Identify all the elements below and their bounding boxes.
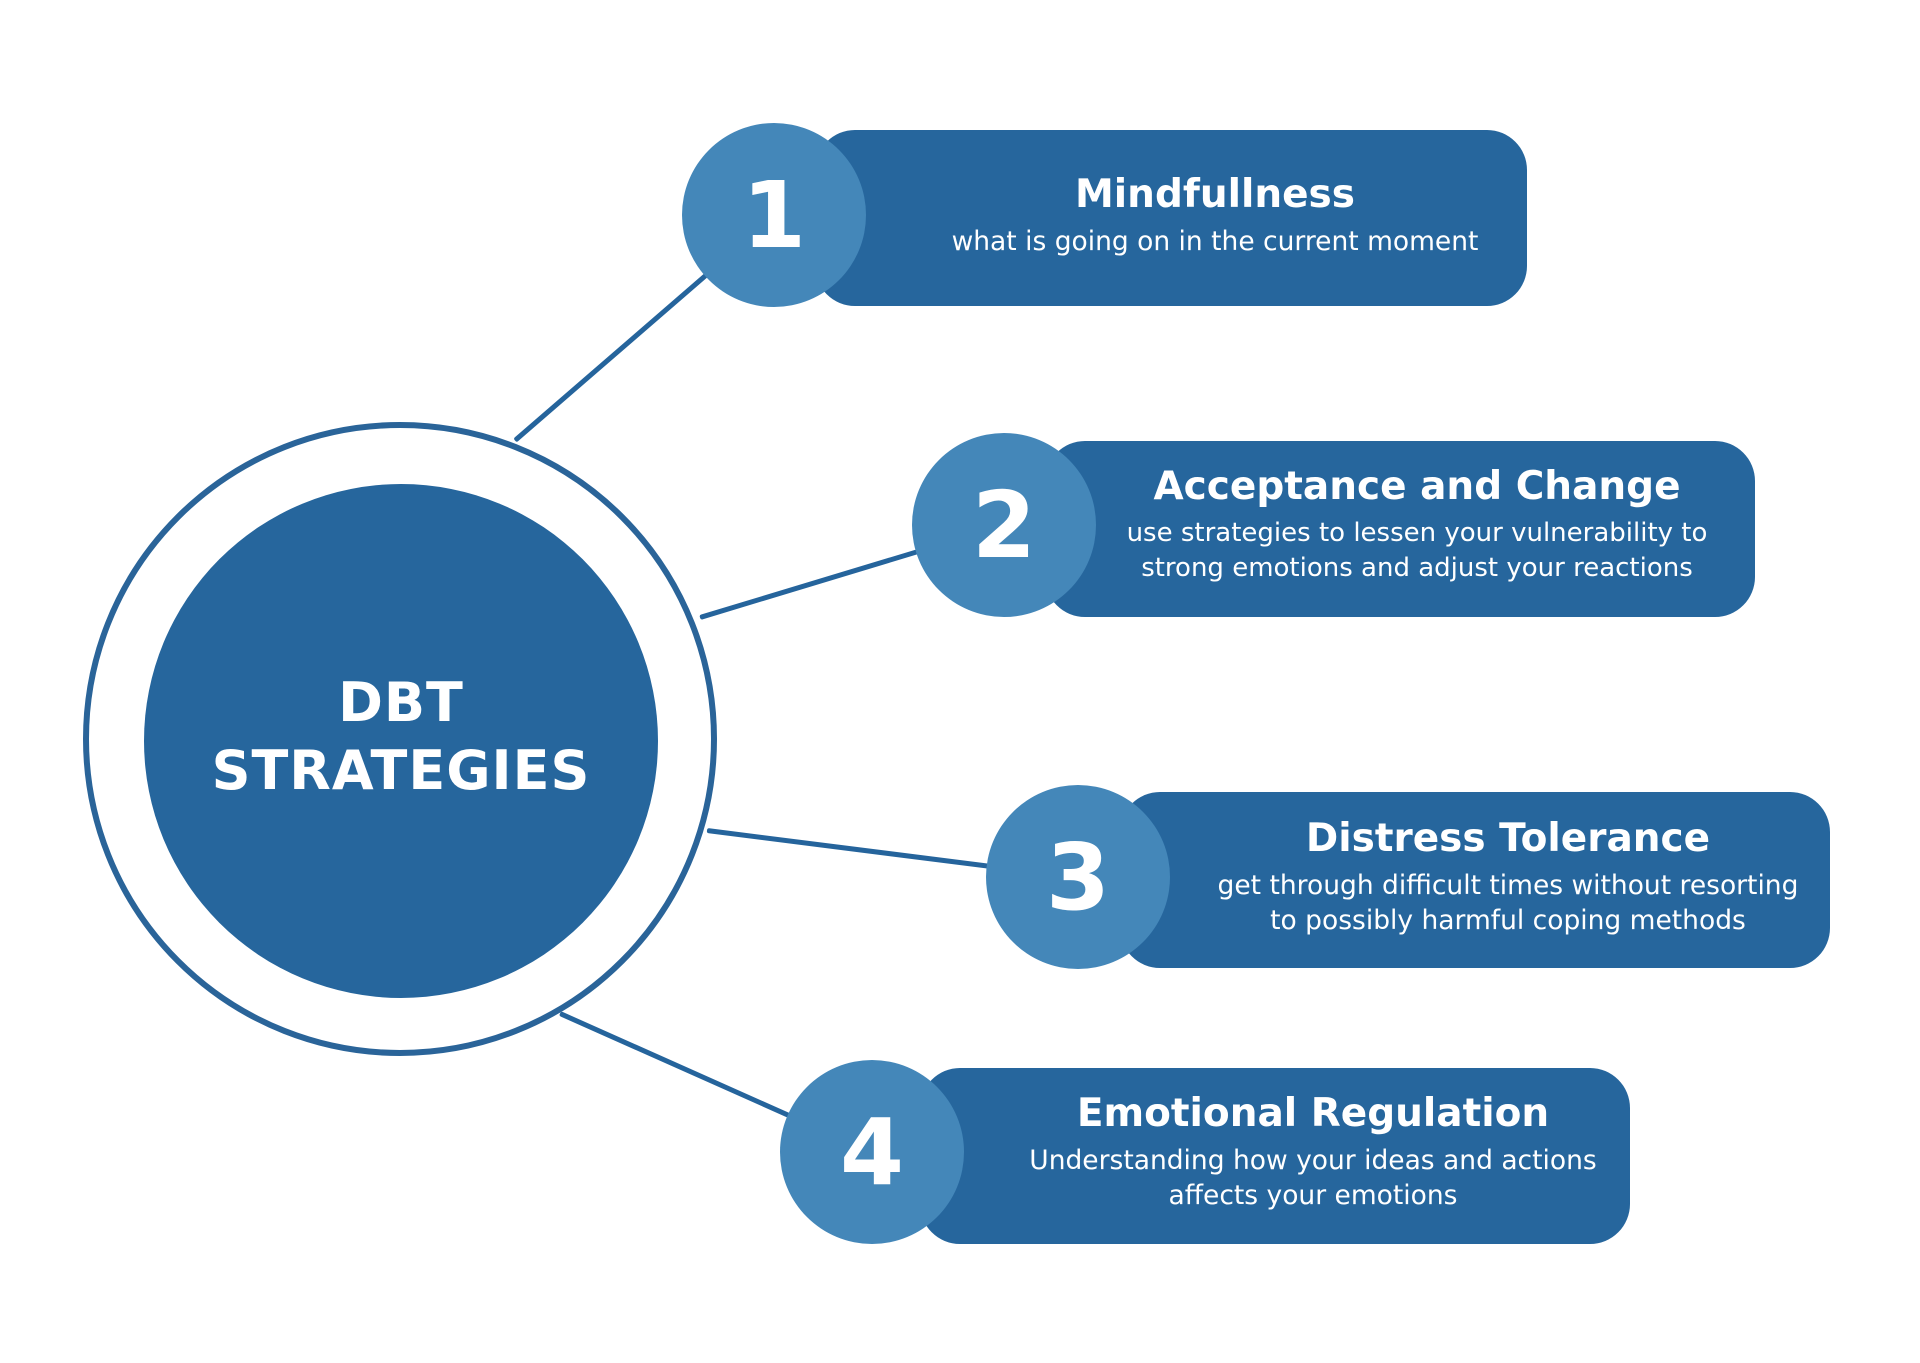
strategy-title-2: Acceptance and Change <box>1153 464 1681 509</box>
strategy-number-1: 1 <box>741 161 806 269</box>
strategy-number-badge-1: 1 <box>682 123 866 307</box>
strategy-number-badge-2: 2 <box>912 433 1096 617</box>
strategy-description-4: Understanding how your ideas and actions… <box>1029 1145 1597 1211</box>
strategy-card-4: Emotional Regulation Understanding how y… <box>920 1068 1630 1244</box>
center-circle: DBT STRATEGIES <box>144 484 658 998</box>
strategy-title-4: Emotional Regulation <box>1076 1091 1550 1136</box>
strategy-card-3: Distress Tolerance get through difficult… <box>1120 792 1830 968</box>
strategy-description-3: get through difficult times without reso… <box>1217 870 1799 936</box>
strategy-number-3: 3 <box>1045 823 1110 931</box>
strategy-title-1: Mindfullness <box>1075 171 1355 217</box>
strategy-number-2: 2 <box>971 471 1036 579</box>
strategy-card-2: Acceptance and Change use strategies to … <box>1045 441 1755 617</box>
strategy-number-4: 4 <box>839 1098 904 1206</box>
strategy-description-1: what is going on in the current moment <box>951 225 1479 257</box>
center-title: DBT STRATEGIES <box>211 671 591 802</box>
strategy-number-badge-4: 4 <box>780 1060 964 1244</box>
strategy-title-3: Distress Tolerance <box>1305 816 1711 861</box>
strategy-card-1: Mindfullness what is going on in the cur… <box>815 130 1527 306</box>
strategy-description-2: use strategies to lessen your vulnerabil… <box>1126 518 1708 583</box>
strategy-number-badge-3: 3 <box>986 785 1170 969</box>
